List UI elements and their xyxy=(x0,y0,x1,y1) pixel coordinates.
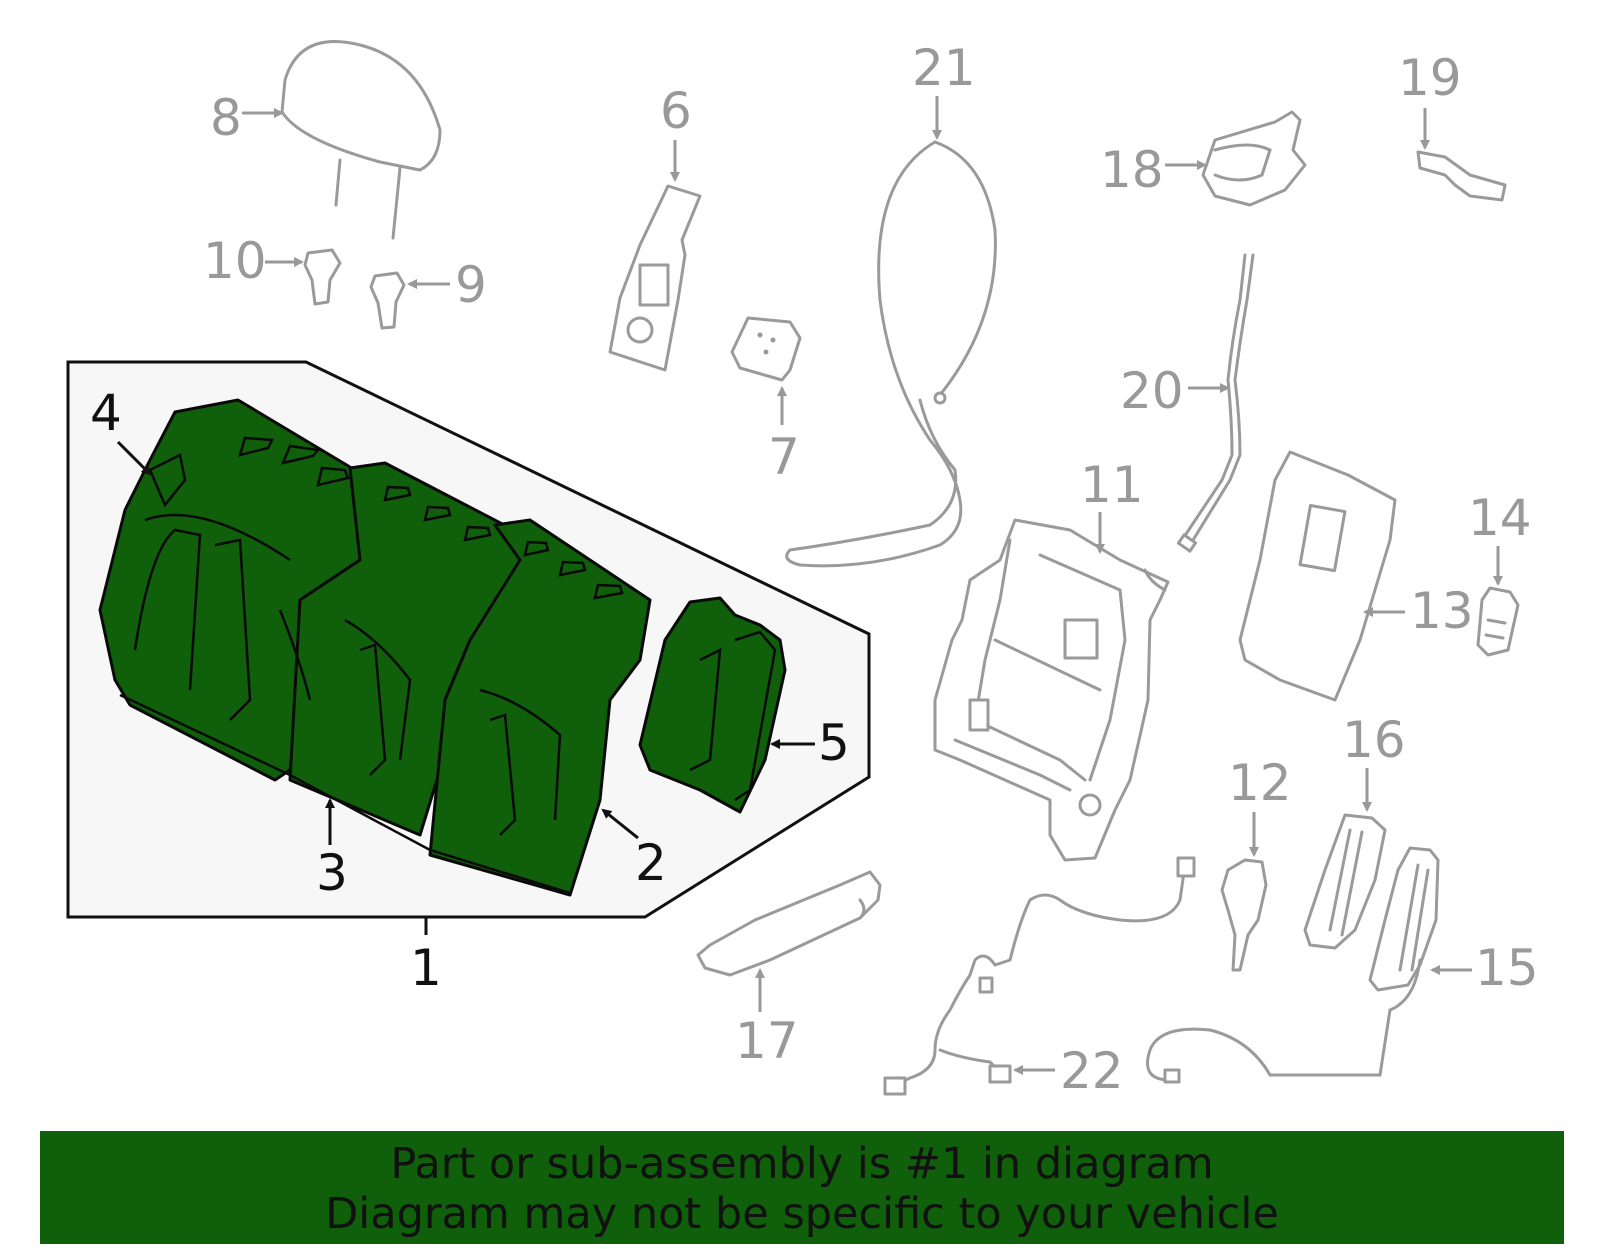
callout-10: 10 xyxy=(203,232,267,290)
callout-13: 13 xyxy=(1410,582,1474,640)
banner-line-primary: Part or sub-assembly is #1 in diagram xyxy=(390,1139,1214,1189)
headrest-guide-part-10: 10 xyxy=(203,232,342,306)
banner-line-disclaimer: Diagram may not be specific to your vehi… xyxy=(325,1189,1279,1239)
headrest-part-8: 8 xyxy=(210,40,442,240)
release-strap-part-20: 20 xyxy=(1120,253,1255,553)
callout-4: 4 xyxy=(90,384,122,442)
callout-22: 22 xyxy=(1060,1042,1124,1100)
info-banner: Part or sub-assembly is #1 in diagram Di… xyxy=(40,1131,1564,1244)
armrest-cover-part-5 xyxy=(638,596,787,814)
callout-2: 2 xyxy=(635,834,667,892)
clip-part-7: 7 xyxy=(730,316,802,486)
side-trim-part-16: 16 xyxy=(1303,711,1406,950)
callout-1: 1 xyxy=(410,939,442,997)
callout-19: 19 xyxy=(1398,49,1462,107)
callout-17: 17 xyxy=(735,1012,799,1070)
clip-part-19: 19 xyxy=(1398,49,1507,202)
callout-12: 12 xyxy=(1228,754,1292,812)
release-cable-part-21: 21 xyxy=(785,39,997,568)
seat-back-right-section xyxy=(428,518,652,897)
latch-part-12: 12 xyxy=(1220,754,1292,972)
callout-3: 3 xyxy=(316,844,348,902)
headrest-guide-part-9: 9 xyxy=(369,256,487,330)
armrest-part-17: 17 xyxy=(696,870,882,1070)
clip-part-14: 14 xyxy=(1468,489,1532,657)
side-trim-part-15: 15 xyxy=(1146,846,1539,1084)
latch-bracket-part-6: 6 xyxy=(608,82,702,372)
callout-8: 8 xyxy=(210,89,242,147)
back-panel-part-13: 13 xyxy=(1238,450,1474,702)
assembly-group-1: 4 5 3 2 1 xyxy=(66,360,871,997)
callout-16: 16 xyxy=(1342,711,1406,769)
seat-back-cover xyxy=(98,398,652,897)
callout-20: 20 xyxy=(1120,362,1184,420)
seat-back-frame-part-11: 11 xyxy=(933,456,1170,862)
callout-14: 14 xyxy=(1468,489,1532,547)
callout-15: 15 xyxy=(1475,939,1539,997)
callout-5: 5 xyxy=(818,714,850,772)
callout-9: 9 xyxy=(455,256,487,314)
callout-18: 18 xyxy=(1100,141,1164,199)
callout-7: 7 xyxy=(768,428,800,486)
wiring-harness-part-22: 22 xyxy=(883,856,1196,1100)
callout-11: 11 xyxy=(1080,456,1144,514)
callout-21: 21 xyxy=(912,39,976,97)
release-handle-part-18: 18 xyxy=(1100,110,1307,207)
callout-6: 6 xyxy=(660,82,692,140)
